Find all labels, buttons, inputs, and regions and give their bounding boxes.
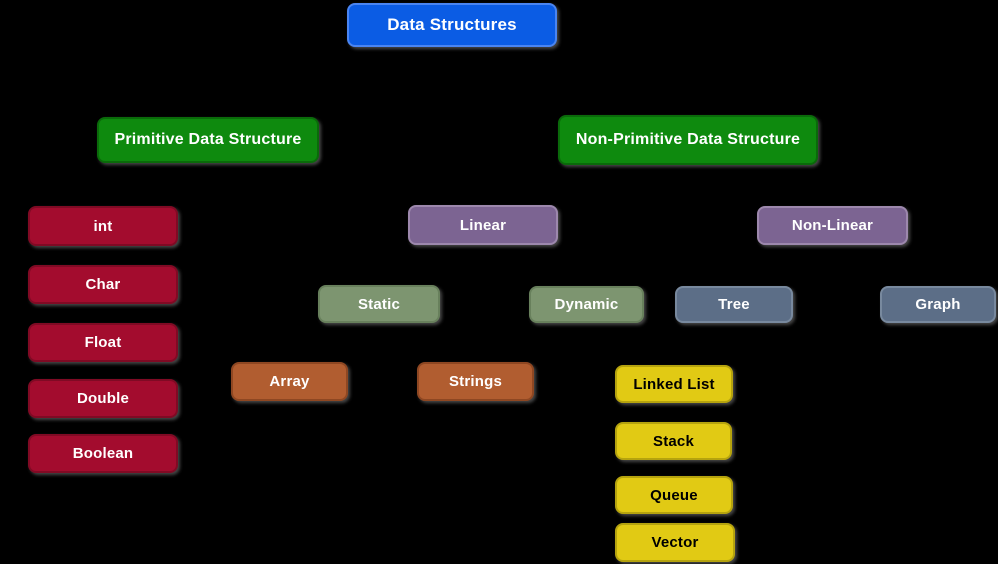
node-queue: Queue (615, 476, 733, 514)
node-strings: Strings (417, 362, 534, 401)
node-stack: Stack (615, 422, 732, 460)
node-tree: Tree (675, 286, 793, 323)
node-non-linear: Non-Linear (757, 206, 908, 245)
node-primitive-data-structure: Primitive Data Structure (97, 117, 319, 163)
node-double: Double (28, 379, 178, 418)
node-graph: Graph (880, 286, 996, 323)
node-boolean: Boolean (28, 434, 178, 473)
node-linked-list: Linked List (615, 365, 733, 403)
node-non-primitive-data-structure: Non-Primitive Data Structure (558, 115, 818, 165)
node-vector: Vector (615, 523, 735, 562)
node-data-structures: Data Structures (347, 3, 557, 47)
node-static: Static (318, 285, 440, 323)
node-array: Array (231, 362, 348, 401)
node-linear: Linear (408, 205, 558, 245)
node-float: Float (28, 323, 178, 362)
node-dynamic: Dynamic (529, 286, 644, 323)
node-char: Char (28, 265, 178, 304)
node-int: int (28, 206, 178, 246)
